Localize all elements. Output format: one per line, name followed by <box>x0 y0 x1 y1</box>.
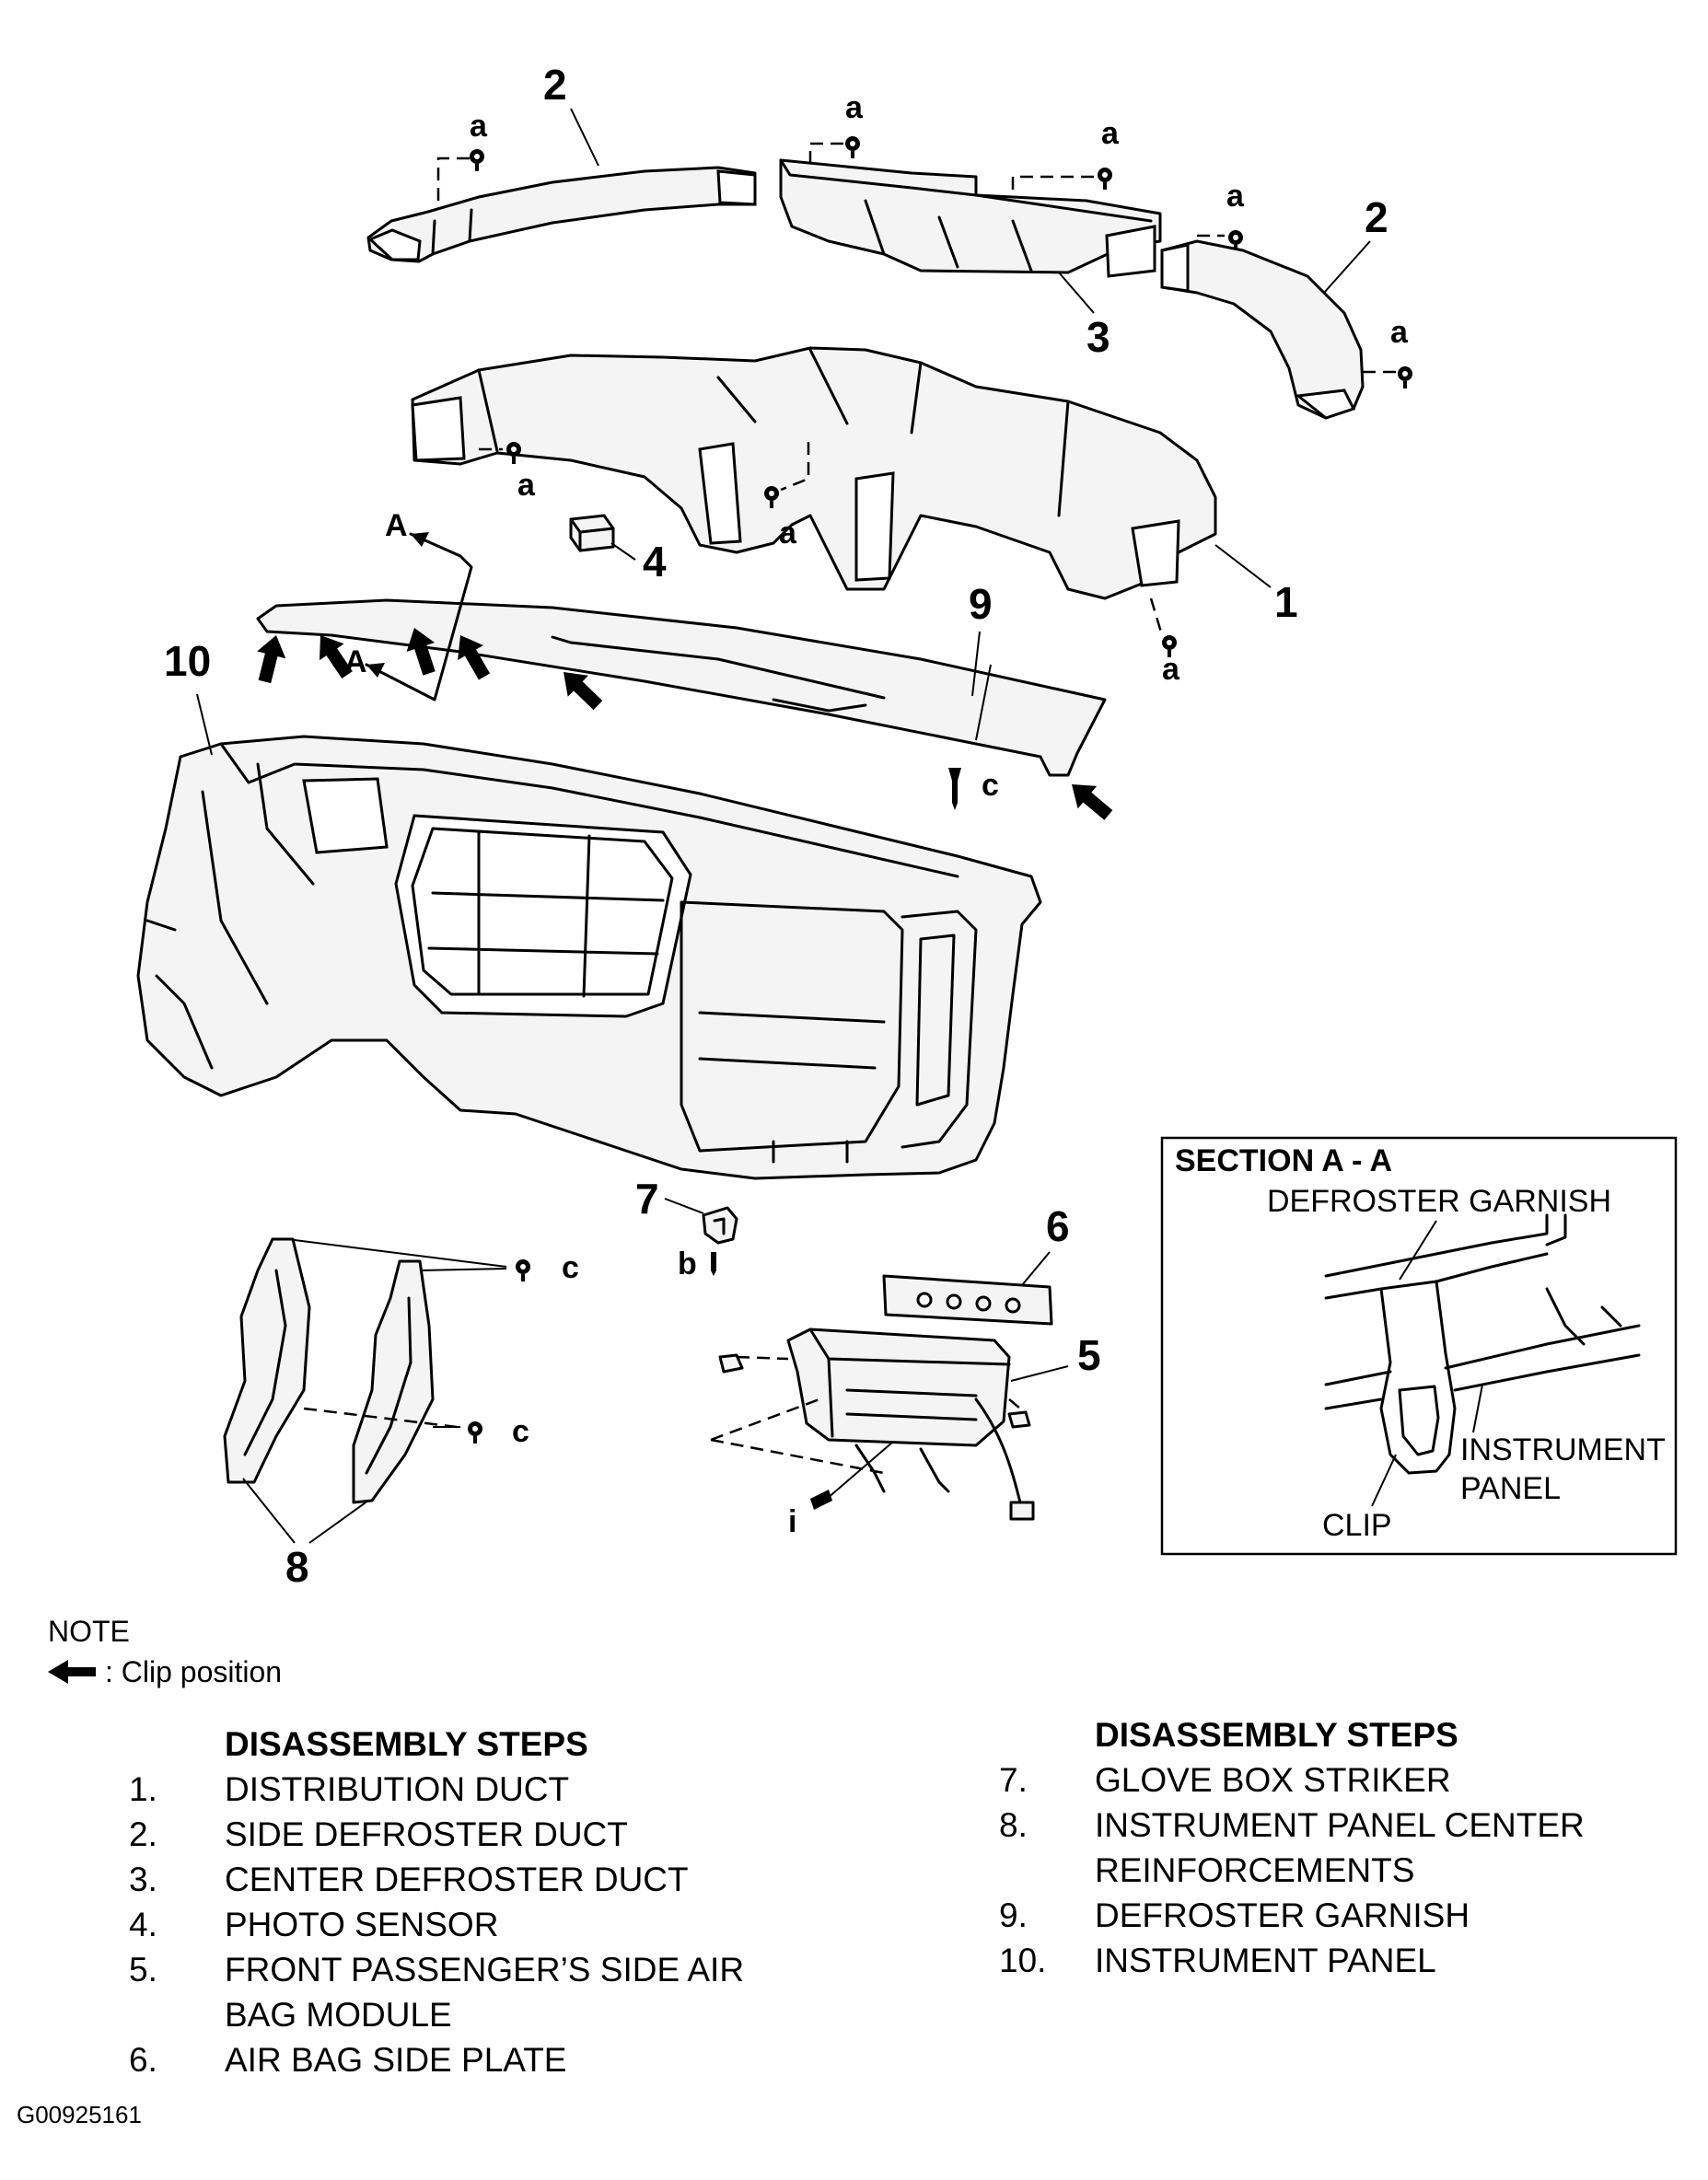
part-label-8: 8 <box>285 1543 309 1591</box>
leader-line <box>1371 1454 1397 1507</box>
fastener-label-c: c <box>562 1250 579 1285</box>
note-legend-text: : Clip position <box>105 1655 283 1688</box>
leader-line <box>1010 1365 1069 1382</box>
fastener-label-a: a <box>845 90 864 125</box>
step-item: 9.DEFROSTER GARNISH <box>999 1896 1470 1934</box>
photo-sensor <box>569 514 615 552</box>
side-defroster-duct-right <box>1160 239 1396 420</box>
note-legend: : Clip position <box>48 1652 282 1692</box>
fastener-label-c: c <box>512 1414 529 1449</box>
step-item: 6.AIR BAG SIDE PLATE <box>129 2041 567 2079</box>
section-marker-label: A <box>344 644 367 679</box>
fastener-label-a: a <box>1101 116 1120 151</box>
instrument-panel <box>136 735 1042 1180</box>
center-defroster-duct <box>779 142 1225 278</box>
leader-line <box>1399 1220 1437 1281</box>
steps-heading: DISASSEMBLY STEPS <box>225 1725 588 1763</box>
fastener-label-a: a <box>1390 315 1409 350</box>
screw-c-garnish <box>948 768 961 810</box>
fastener-label-a: a <box>779 516 797 551</box>
leader-line <box>971 631 981 697</box>
instrument-label-line1: INSTRUMENT <box>1460 1432 1666 1467</box>
clip-arrow-icon <box>250 632 291 686</box>
part-label-7: 7 <box>635 1175 659 1223</box>
leader-line <box>610 542 636 561</box>
step-item: 10.INSTRUMENT PANEL <box>999 1942 1436 1979</box>
glove-box-striker <box>702 1206 738 1276</box>
defroster-garnish-label: DEFROSTER GARNISH <box>1267 1184 1611 1219</box>
instrument-label-line2: PANEL <box>1460 1471 1561 1506</box>
section-marker-label: A <box>385 508 408 543</box>
step-item: 7.GLOVE BOX STRIKER <box>999 1761 1451 1799</box>
fastener-label-b: b <box>678 1247 697 1281</box>
clip-arrow-icon <box>1062 772 1119 827</box>
fastener-label-a: a <box>1162 652 1180 687</box>
part-label-9: 9 <box>969 580 993 628</box>
clip-label: CLIP <box>1322 1508 1392 1543</box>
leader-line <box>1472 1384 1483 1433</box>
part-label-10: 10 <box>164 637 211 685</box>
disassembly-steps-right: DISASSEMBLY STEPS 7.GLOVE BOX STRIKER 8.… <box>999 1712 1680 1983</box>
part-label-2-right: 2 <box>1365 193 1388 241</box>
part-label-5: 5 <box>1077 1331 1101 1379</box>
screw-icon <box>468 1421 482 1444</box>
part-label-1: 1 <box>1274 578 1298 626</box>
step-item: 3.CENTER DEFROSTER DUCT <box>129 1861 689 1898</box>
bolt-i <box>810 1490 832 1510</box>
leader-line <box>570 108 599 167</box>
leader-line <box>664 1198 704 1214</box>
fastener-label-a: a <box>517 468 536 503</box>
screw-icon <box>1098 168 1112 190</box>
section-a-a-inset: SECTION A - A DEFROSTER GARNISH INSTRUME… <box>1160 1136 1678 1556</box>
part-label-4: 4 <box>643 538 667 586</box>
leader-line <box>1058 272 1095 314</box>
disassembly-steps-left: DISASSEMBLY STEPS 1.DISTRIBUTION DUCT 2.… <box>129 1722 829 2082</box>
part-label-6: 6 <box>1046 1202 1070 1250</box>
distribution-duct <box>411 346 1217 636</box>
screw-icon <box>506 442 521 464</box>
part-label-2-left: 2 <box>543 61 567 109</box>
fastener-label-i: i <box>788 1504 796 1539</box>
clip-arrow-icon <box>48 1660 96 1684</box>
side-defroster-duct-left <box>366 157 757 263</box>
figure-code: G00925161 <box>17 2101 142 2128</box>
note-title: NOTE <box>48 1615 130 1648</box>
leader-line <box>196 693 213 756</box>
step-item: 2.SIDE DEFROSTER DUCT <box>129 1815 628 1853</box>
screw-icon <box>845 136 860 158</box>
part-label-3: 3 <box>1086 313 1110 361</box>
air-bag-side-plate <box>882 1274 1053 1326</box>
arrow-icon <box>366 663 385 678</box>
screw-icon <box>470 149 484 171</box>
leader-line <box>1323 240 1371 294</box>
fastener-label-a: a <box>1226 179 1245 214</box>
leader-line <box>242 1478 369 1544</box>
front-passenger-air-bag-module <box>710 1328 1035 1521</box>
screw-icon <box>516 1259 530 1281</box>
arrow-icon <box>411 532 429 547</box>
step-item: 5.FRONT PASSENGER’S SIDE AIR BAG MODULE <box>129 1951 745 2034</box>
fastener-label-a: a <box>470 109 488 144</box>
step-item: 1.DISTRIBUTION DUCT <box>129 1770 570 1808</box>
note: NOTE : Clip position <box>48 1611 282 1692</box>
section-title: SECTION A - A <box>1175 1143 1392 1178</box>
instrument-panel-center-reinforcements <box>223 1237 507 1504</box>
leader-line <box>1214 544 1272 588</box>
screw-icon <box>1398 366 1412 388</box>
steps-heading: DISASSEMBLY STEPS <box>1095 1716 1458 1754</box>
leader-line <box>1021 1251 1051 1286</box>
step-item: 4.PHOTO SENSOR <box>129 1906 499 1943</box>
step-item: 8.INSTRUMENT PANEL CENTER REINFORCEMENTS <box>999 1806 1585 1889</box>
fastener-label-c: c <box>982 768 999 803</box>
section-line <box>409 532 473 702</box>
